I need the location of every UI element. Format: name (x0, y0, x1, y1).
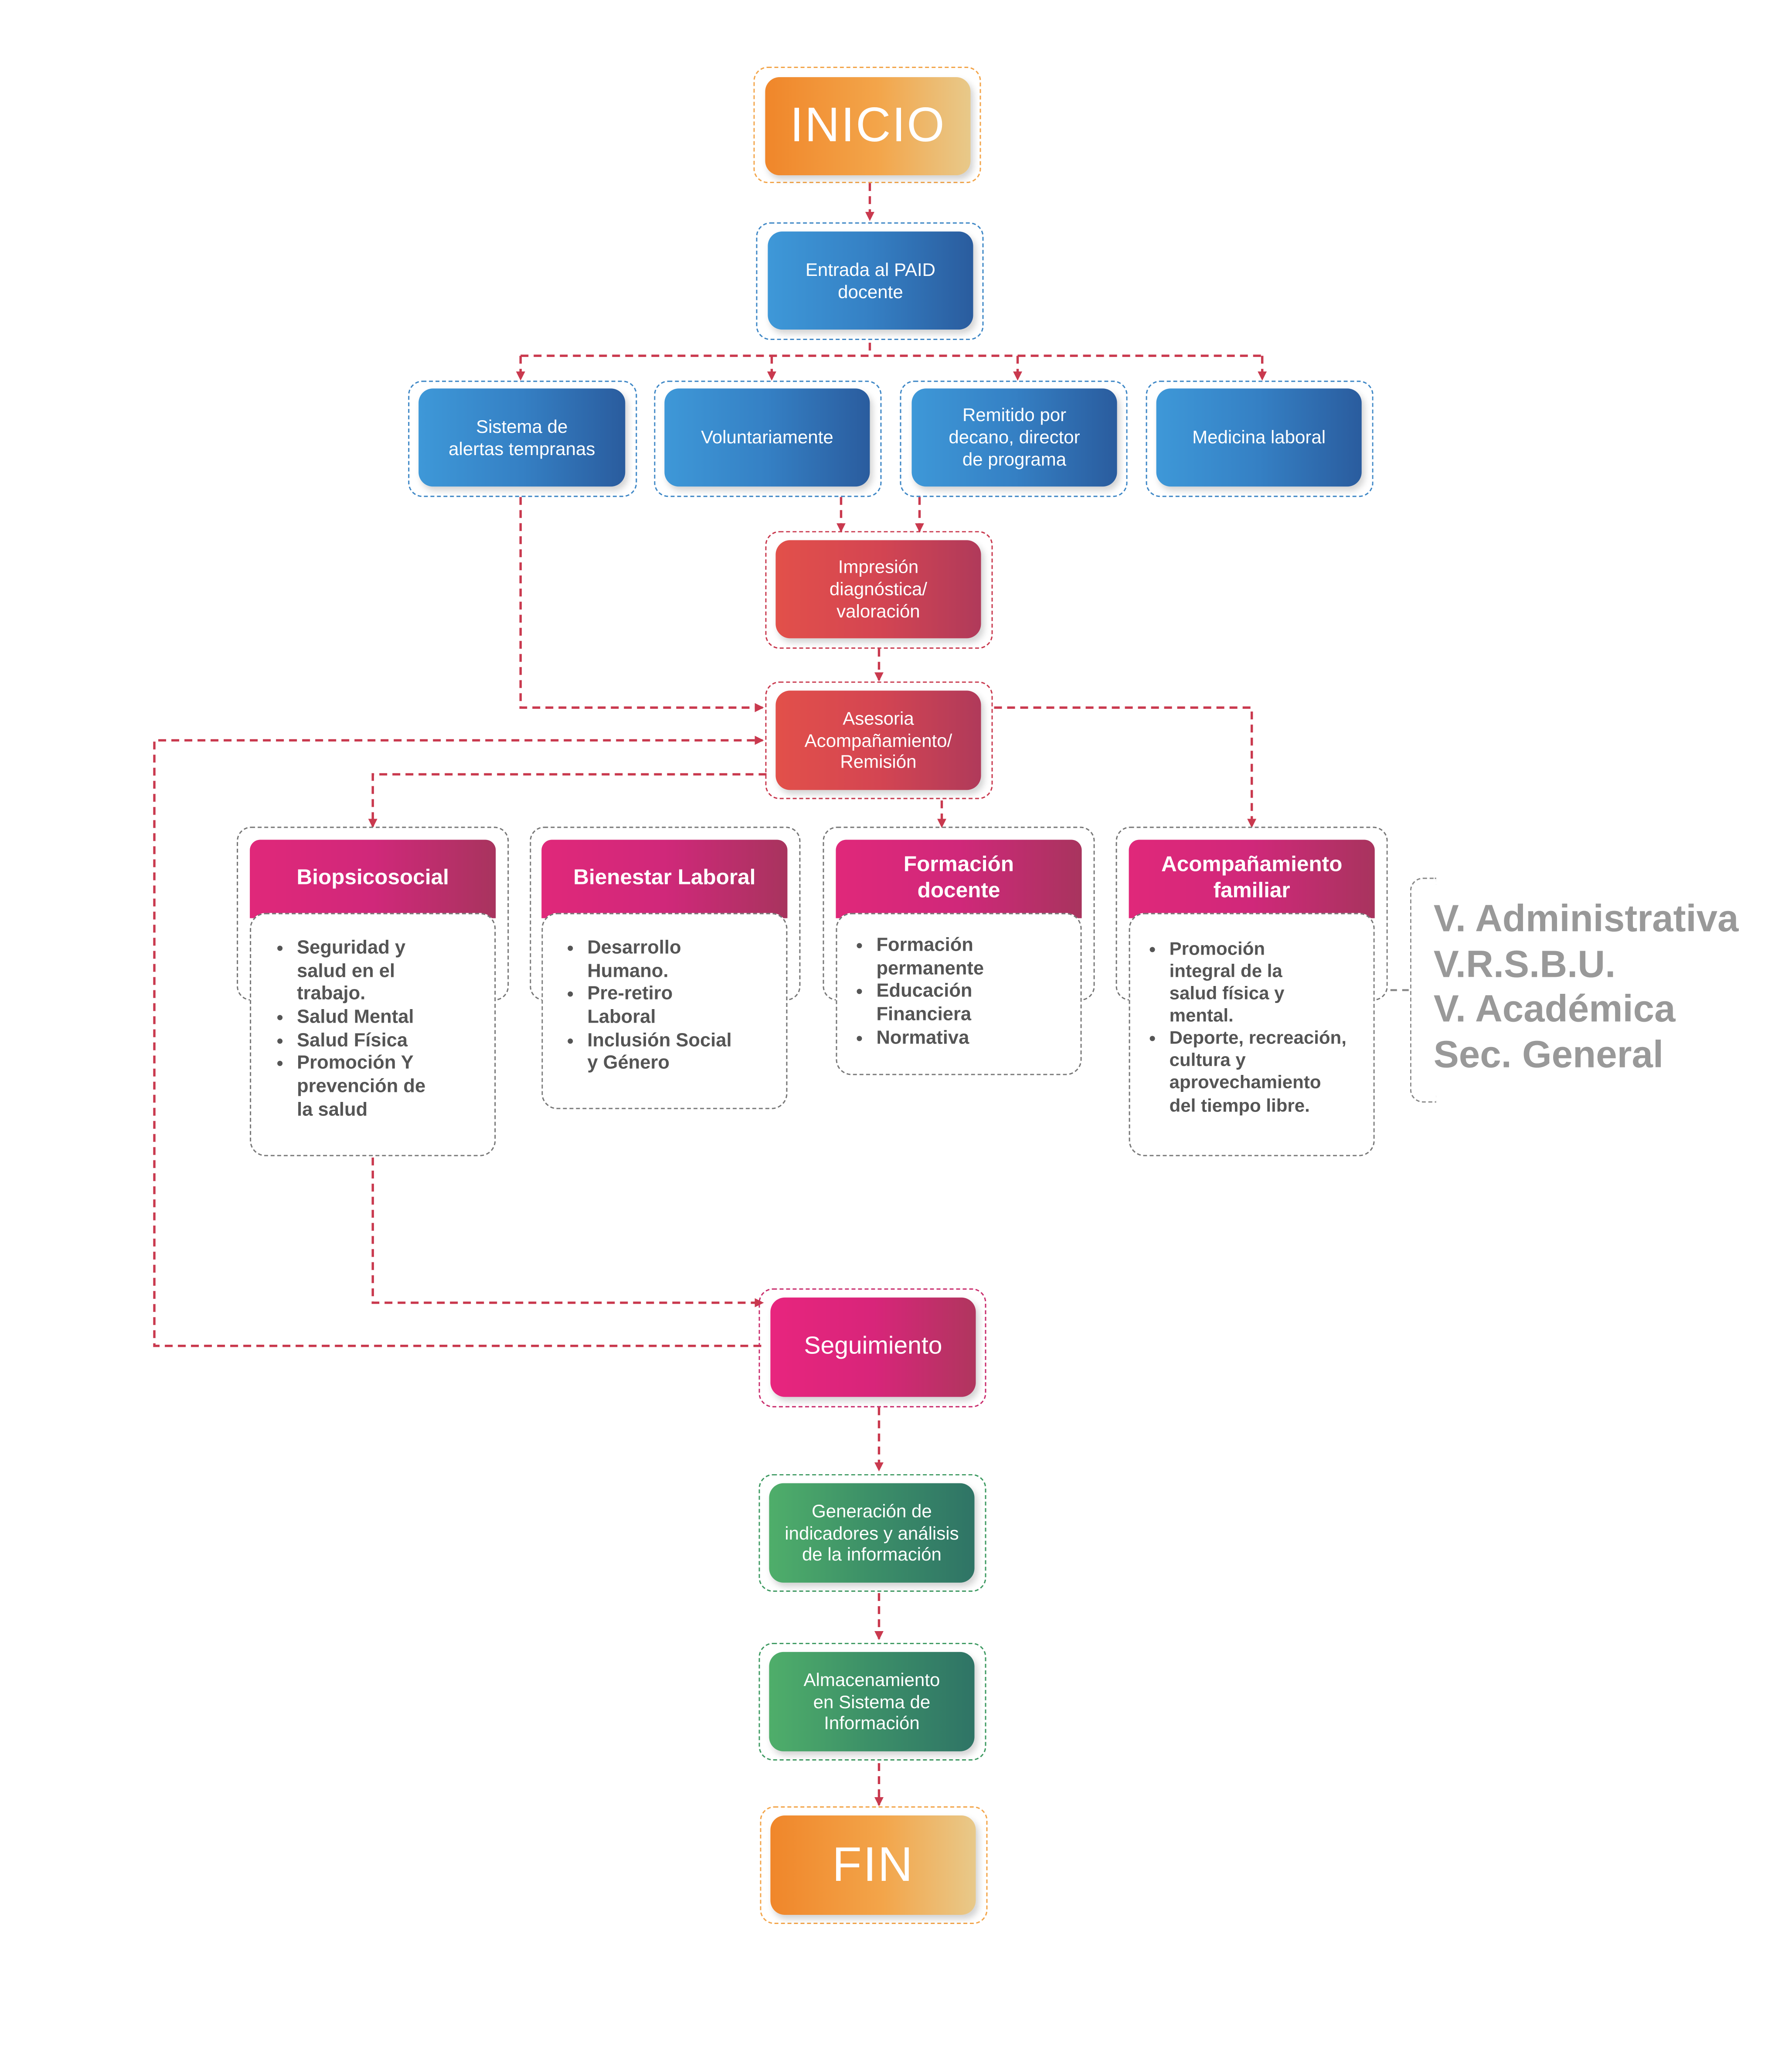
category-title-bienestar: Bienestar Laboral (573, 866, 756, 890)
source-frame-1 (408, 381, 637, 497)
unit-label: V. Administrativa (1433, 898, 1739, 941)
unit-label: V. Académica (1433, 989, 1676, 1031)
storage-node: Almacenamiento en Sistema de Información (769, 1652, 975, 1751)
list-item: Promoción integral de la salud física y … (1170, 938, 1374, 1027)
indicators-label: Generación de indicadores y análisis de … (785, 1500, 959, 1565)
category-title-familiar: Acompañamiento familiar (1161, 853, 1343, 903)
category-list-bienestar: Desarrollo Humano. Pre-retiro Laboral In… (543, 938, 786, 1077)
diagnosis-frame (765, 531, 993, 649)
start-frame (753, 67, 981, 184)
source-label-2: Voluntariamente (701, 426, 833, 448)
category-header-formacion: Formación docente (836, 840, 1082, 918)
list-item: Educación Financiera (876, 982, 1080, 1028)
category-body-formacion: Formación permanente Educación Financier… (836, 913, 1082, 1075)
list-item: Promoción Y prevención de la salud (297, 1054, 494, 1123)
units-list: V. Administrativa V.R.S.B.U. V. Académic… (1434, 897, 1739, 1078)
advice-frame (765, 681, 993, 799)
category-body-bienestar: Desarrollo Humano. Pre-retiro Laboral In… (541, 913, 788, 1109)
followup-frame (758, 1288, 986, 1407)
unit-label: Sec. General (1433, 1034, 1664, 1076)
category-title-biopsicosocial: Biopsicosocial (296, 866, 449, 890)
list-item: Desarrollo Humano. (587, 938, 786, 984)
list-item: Formación permanente (876, 935, 1080, 982)
advice-node: Asesoria Acompañamiento/ Remisión (775, 690, 981, 790)
storage-label: Almacenamiento en Sistema de Información (803, 1669, 940, 1734)
source-frame-2 (654, 381, 882, 497)
diagnosis-label: Impresión diagnóstica/ valoración (829, 556, 928, 622)
unit-label: V.R.S.B.U. (1433, 944, 1616, 986)
category-list-biopsicosocial: Seguridad y salud en el trabajo. Salud M… (251, 938, 494, 1123)
entry-frame (756, 222, 984, 340)
end-frame (760, 1806, 988, 1924)
indicators-frame (758, 1474, 986, 1592)
source-label-3: Remitido por decano, director de program… (949, 405, 1080, 469)
start-node: INICIO (765, 77, 971, 176)
arrow-advice-to-familiar (994, 706, 1257, 828)
advice-label: Asesoria Acompañamiento/ Remisión (804, 707, 952, 772)
start-label: INICIO (790, 98, 946, 152)
list-item: Normativa (876, 1028, 1080, 1051)
diagnosis-node: Impresión diagnóstica/ valoración (775, 540, 981, 639)
followup-label: Seguimiento (804, 1332, 942, 1360)
source-label-1: Sistema de alertas tempranas (449, 415, 595, 459)
entry-label: Entrada al PAID docente (805, 258, 936, 302)
storage-frame (758, 1642, 986, 1761)
source-node-early-alerts: Sistema de alertas tempranas (418, 388, 626, 487)
source-node-voluntary: Voluntariamente (664, 388, 870, 487)
list-item: Deporte, recreación, cultura y aprovecha… (1170, 1027, 1374, 1116)
category-body-biopsicosocial: Seguridad y salud en el trabajo. Salud M… (250, 913, 496, 1156)
category-list-formacion: Formación permanente Educación Financier… (837, 935, 1080, 1051)
category-body-familiar: Promoción integral de la salud física y … (1129, 913, 1375, 1156)
arrow-biopsicosocial-to-followup (371, 1157, 764, 1308)
entry-node: Entrada al PAID docente (768, 231, 973, 330)
source-frame-4 (1146, 381, 1374, 497)
followup-node: Seguimiento (770, 1297, 976, 1397)
list-item: Inclusión Social y Género (587, 1030, 786, 1077)
category-header-familiar: Acompañamiento familiar (1129, 840, 1375, 918)
end-node: FIN (770, 1815, 976, 1915)
category-list-familiar: Promoción integral de la salud física y … (1130, 938, 1374, 1117)
source-frame-3 (900, 381, 1128, 497)
source-node-referred: Remitido por decano, director de program… (911, 388, 1117, 487)
list-item: Salud Física (297, 1030, 494, 1054)
arrow-alerts-to-advice (519, 497, 764, 712)
category-header-bienestar: Bienestar Laboral (541, 840, 788, 918)
list-item: Pre-retiro Laboral (587, 984, 786, 1030)
category-title-formacion: Formación docente (903, 853, 1014, 903)
end-label: FIN (832, 1837, 914, 1891)
source-label-4: Medicina laboral (1192, 426, 1326, 448)
list-item: Salud Mental (297, 1007, 494, 1030)
list-item: Seguridad y salud en el trabajo. (297, 938, 494, 1007)
arrow-followup-loop-to-advice (153, 735, 764, 1347)
arrow-advice-to-biopsicosocial (368, 773, 767, 828)
units-bracket (1410, 877, 1436, 1103)
indicators-node: Generación de indicadores y análisis de … (769, 1483, 975, 1583)
source-node-occupational-medicine: Medicina laboral (1156, 388, 1362, 487)
category-header-biopsicosocial: Biopsicosocial (250, 840, 496, 918)
